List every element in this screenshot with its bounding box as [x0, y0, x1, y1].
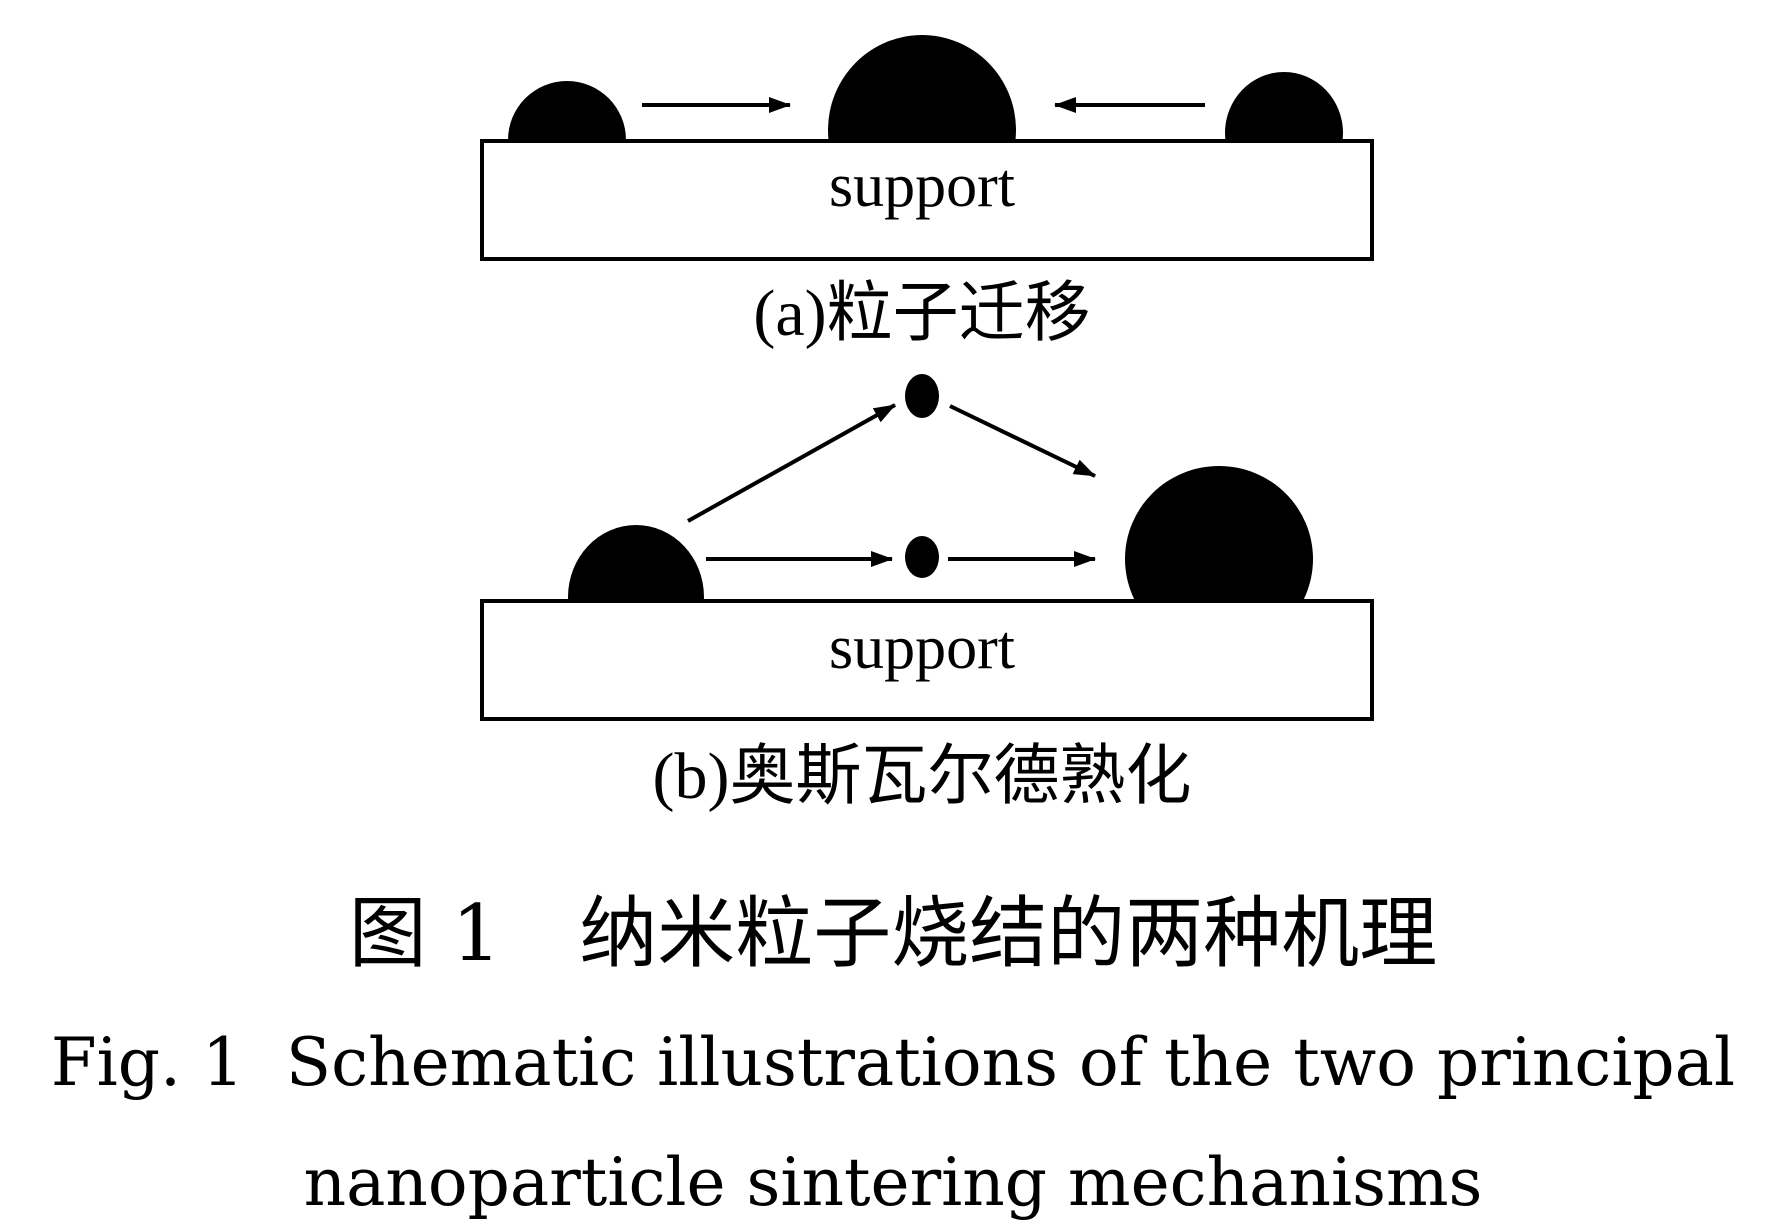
figure-caption-english-line-2: nanoparticle sintering mechanisms	[303, 1144, 1483, 1221]
panel-a-support-block	[480, 139, 1374, 261]
panel-a-support-label: support	[829, 152, 1015, 220]
figure-caption-english-line-1: Fig. 1 Schematic illustrations of the tw…	[50, 1024, 1736, 1101]
panel-b-upper-atom	[905, 374, 939, 418]
panel-b-ostwald-ripening: support (b)奥斯瓦尔德熟化	[480, 374, 1374, 813]
panel-a-caption: (a)粒子迁移	[753, 277, 1090, 350]
panel-b-caption: (b)奥斯瓦尔德熟化	[653, 740, 1192, 813]
figure-caption-chinese: 图 1 纳米粒子烧结的两种机理	[348, 889, 1438, 979]
panel-a-particle-migration: support (a)粒子迁移	[480, 35, 1374, 350]
panel-b-support-label: support	[829, 614, 1015, 682]
panel-b-upper-left-arrow	[687, 403, 896, 523]
panel-b-support-block	[480, 599, 1374, 721]
panel-b-upper-right-arrow	[949, 404, 1096, 478]
panel-b-lower-atom	[905, 536, 939, 578]
